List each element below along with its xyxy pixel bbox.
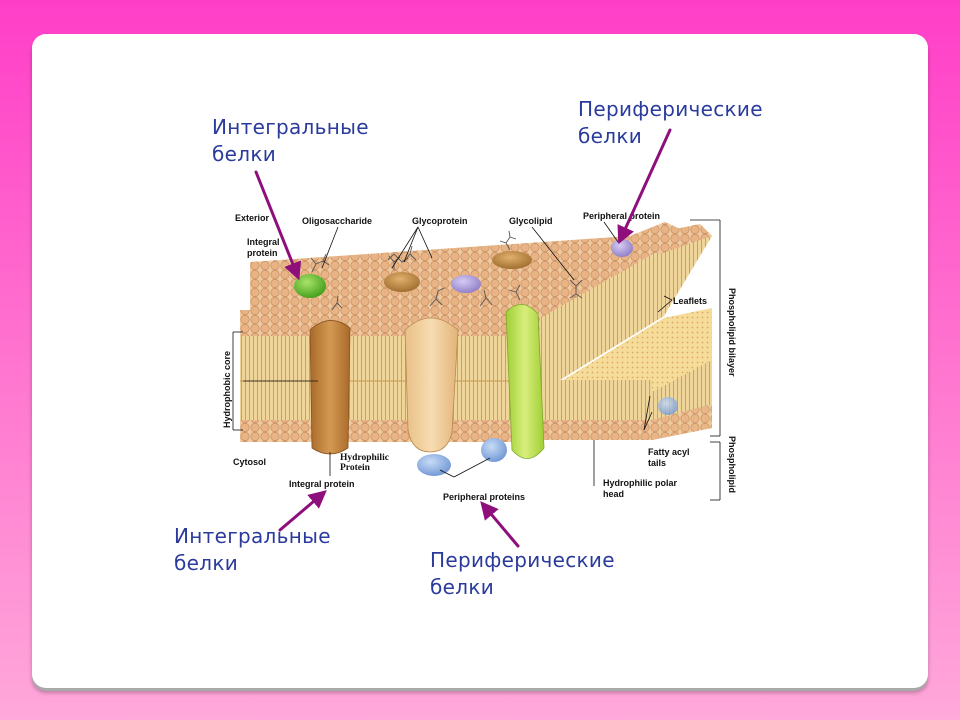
arrow-integral-bottom (278, 490, 327, 532)
label-phospholipid: Phospholipid (727, 436, 737, 493)
arrow-peripheral-bottom (480, 501, 520, 548)
label-integral-protein-top-2: protein (247, 248, 278, 258)
oligosaccharide-chains (310, 230, 583, 311)
integral-proteins (309, 304, 545, 459)
peripheral-protein-top (611, 239, 633, 257)
label-glycolipid: Glycolipid (509, 216, 553, 226)
callout-integral-bottom: Интегральные белки (174, 524, 331, 575)
label-fatty-acyl-2: tails (648, 458, 666, 468)
label-peripheral-protein: Peripheral protein (583, 211, 660, 221)
label-integral-protein-top-1: Integral (247, 237, 280, 247)
peripheral-protein-bottom-right (481, 438, 507, 462)
label-hydrophilic-polar-head-1: Hydrophilic polar (603, 478, 678, 488)
label-oligosaccharide: Oligosaccharide (302, 216, 372, 226)
glycolipid-body (492, 251, 532, 269)
label-leaders (232, 219, 721, 501)
arrow-peripheral-top (617, 128, 672, 245)
integral-protein-green (294, 274, 326, 298)
glycoprotein-body (384, 272, 420, 292)
peripheral-protein-bottom-left (417, 454, 451, 476)
label-exterior: Exterior (235, 213, 270, 223)
peripheral-protein-purple-center (451, 275, 481, 293)
label-fatty-acyl-1: Fatty acyl (648, 447, 690, 457)
label-phospholipid-bilayer: Phospholipid bilayer (727, 288, 737, 377)
label-hydrophilic-polar-head-2: head (603, 489, 624, 499)
label-integral-protein-bottom: Integral protein (289, 479, 355, 489)
label-hydrophobic-core: Hydrophobic core (222, 351, 232, 428)
label-cytosol: Cytosol (233, 457, 266, 467)
callout-integral-top: Интегральные белки (212, 115, 369, 166)
label-peripheral-proteins: Peripheral proteins (443, 492, 525, 502)
callout-peripheral-bottom: Периферические белки (430, 548, 615, 599)
label-glycoprotein: Glycoprotein (412, 216, 468, 226)
label-hydrophilic-protein-2: Protein (340, 463, 371, 473)
callout-arrows (254, 128, 672, 548)
label-leaflets: Leaflets (673, 296, 707, 306)
arrow-integral-top (254, 170, 302, 281)
label-hydrophilic-protein-1: Hydrophilic (340, 453, 389, 463)
surface-proteins (294, 239, 678, 476)
callout-peripheral-top: Периферические белки (578, 97, 763, 148)
peripheral-protein-right (658, 397, 678, 415)
diagram-labels: Exterior Oligosaccharide Glycoprotein Gl… (222, 211, 737, 502)
